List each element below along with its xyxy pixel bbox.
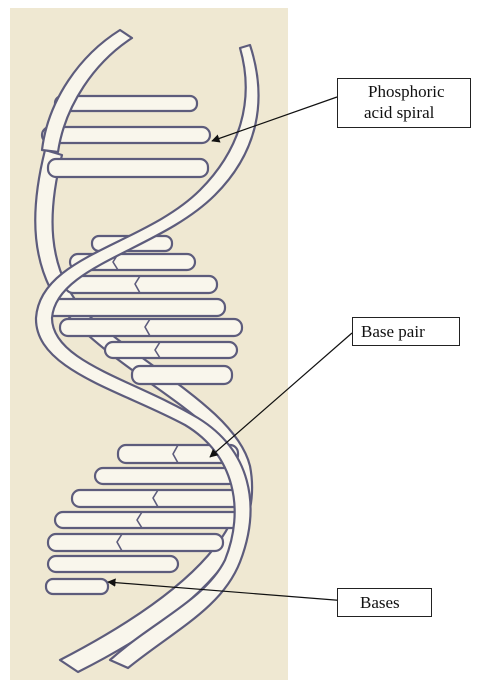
rung [48,534,223,551]
phosphoric-label-line2: acid spiral [364,102,470,123]
phosphoric-acid-spiral-label: Phosphoric acid spiral [337,78,471,128]
phosphoric-label-line1: Phosphoric [368,81,470,102]
base-pair-label-text: Base pair [361,321,459,342]
bases-label: Bases [337,588,432,617]
rung [132,366,232,384]
rung [60,319,242,336]
rung [105,342,237,358]
rung [48,556,178,572]
rung [48,159,208,177]
rung [46,579,108,594]
base-pair-label: Base pair [352,317,460,346]
bases-label-text: Bases [360,592,431,613]
rung [95,468,237,484]
rung [42,127,210,143]
rung [55,512,245,528]
rung [65,276,217,293]
rung [45,299,225,316]
